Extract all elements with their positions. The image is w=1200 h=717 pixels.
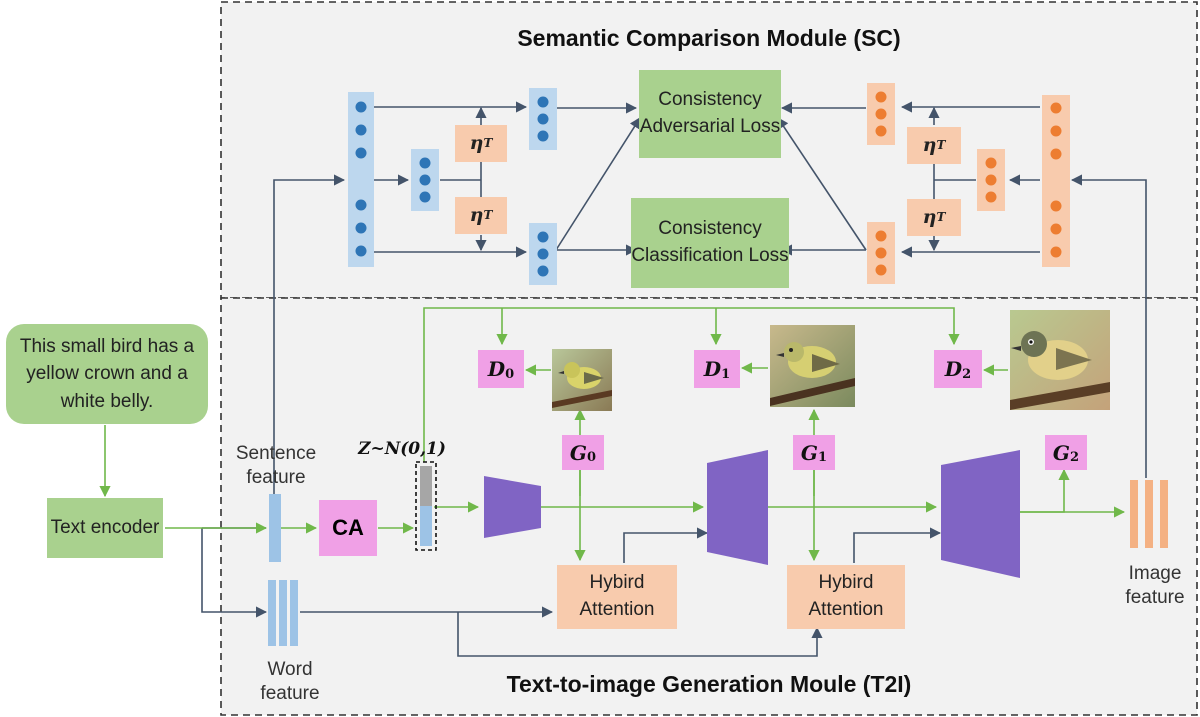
eta-symbol: η xyxy=(469,204,484,227)
word-feature-label: Word feature xyxy=(260,659,320,704)
noise-vector-blue xyxy=(420,506,432,546)
generated-image-1 xyxy=(770,325,855,407)
sc-module-title: Semantic Comparison Module (SC) xyxy=(517,25,901,51)
noise-label: Z~N(0,1) xyxy=(358,439,446,459)
text-encoder-box: Text encoder xyxy=(47,498,163,558)
conditioning-augmentation-box: CA xyxy=(319,500,377,556)
g0-subscript: 0 xyxy=(587,450,597,465)
generator-block-1 xyxy=(707,450,768,565)
input-text-bubble: This small bird has a yellow crown and a… xyxy=(6,324,208,424)
d2-letter: D xyxy=(944,357,963,381)
sc-text-feature-dots xyxy=(355,101,367,257)
sc-image-feature-column xyxy=(1042,95,1070,267)
eta-symbol: η xyxy=(469,132,484,155)
image-feature-bars xyxy=(1130,480,1168,548)
g2-letter: G xyxy=(1052,440,1071,465)
generated-image-0 xyxy=(552,349,612,411)
sentence-feature-bar xyxy=(269,494,281,562)
d1-subscript: 1 xyxy=(721,366,731,382)
d2-subscript: 2 xyxy=(962,366,972,382)
generator-block-2 xyxy=(941,450,1020,578)
eta-symbol: η xyxy=(922,206,937,229)
g2-subscript: 2 xyxy=(1070,450,1080,465)
generator-block-0 xyxy=(484,476,541,538)
eta-superscript: T xyxy=(936,138,946,153)
text-encoder-label: Text encoder xyxy=(50,516,160,538)
d0-subscript: 0 xyxy=(505,366,515,382)
consistency-adversarial-loss-box: Consistency Adversarial Loss xyxy=(639,70,781,158)
sc-image-top-dots xyxy=(875,91,887,137)
g0-letter: G xyxy=(569,440,588,465)
consistency-classification-loss-box: Consistency Classification Loss xyxy=(631,198,789,288)
sc-image-compressed-dots xyxy=(985,157,997,203)
sc-image-feature-dots xyxy=(1050,102,1062,258)
ca-label: CA xyxy=(332,515,364,540)
hybrid-attention-box-2: Hybird Attention xyxy=(787,565,905,629)
noise-vector-frame xyxy=(415,461,437,551)
sc-text-top-dots xyxy=(537,96,549,142)
generated-image-2 xyxy=(1010,310,1110,410)
sc-text-feature-column xyxy=(348,92,374,267)
d1-letter: D xyxy=(703,357,722,381)
image-feature-label: Image feature xyxy=(1125,563,1185,608)
hybrid-attention-label-2: Hybird Attention xyxy=(808,572,884,620)
t2i-module-title: Text-to-image Generation Moule (T2I) xyxy=(506,671,912,697)
word-feature-bars xyxy=(268,580,298,646)
input-text: This small bird has a yellow crown and a… xyxy=(19,335,195,412)
eta-superscript: T xyxy=(936,210,946,225)
hybrid-attention-box-1: Hybird Attention xyxy=(557,565,677,629)
eta-symbol: η xyxy=(922,134,937,157)
d0-letter: D xyxy=(487,357,506,381)
noise-vector-gray xyxy=(420,466,432,506)
sc-text-compressed-dots xyxy=(419,157,431,203)
sc-arrows xyxy=(273,101,1147,498)
g1-subscript: 1 xyxy=(818,450,828,465)
g1-letter: G xyxy=(800,440,819,465)
eta-superscript: T xyxy=(483,208,493,223)
sc-text-bottom-dots xyxy=(537,231,549,277)
consistency-classification-loss-label: Consistency Classification Loss xyxy=(631,218,789,266)
sentence-feature-label: Sentence feature xyxy=(235,443,317,488)
consistency-adversarial-loss-label: Consistency Adversarial Loss xyxy=(639,89,781,137)
sc-image-bottom-dots xyxy=(875,230,887,276)
hybrid-attention-label-1: Hybird Attention xyxy=(579,572,655,620)
eta-superscript: T xyxy=(483,136,493,151)
